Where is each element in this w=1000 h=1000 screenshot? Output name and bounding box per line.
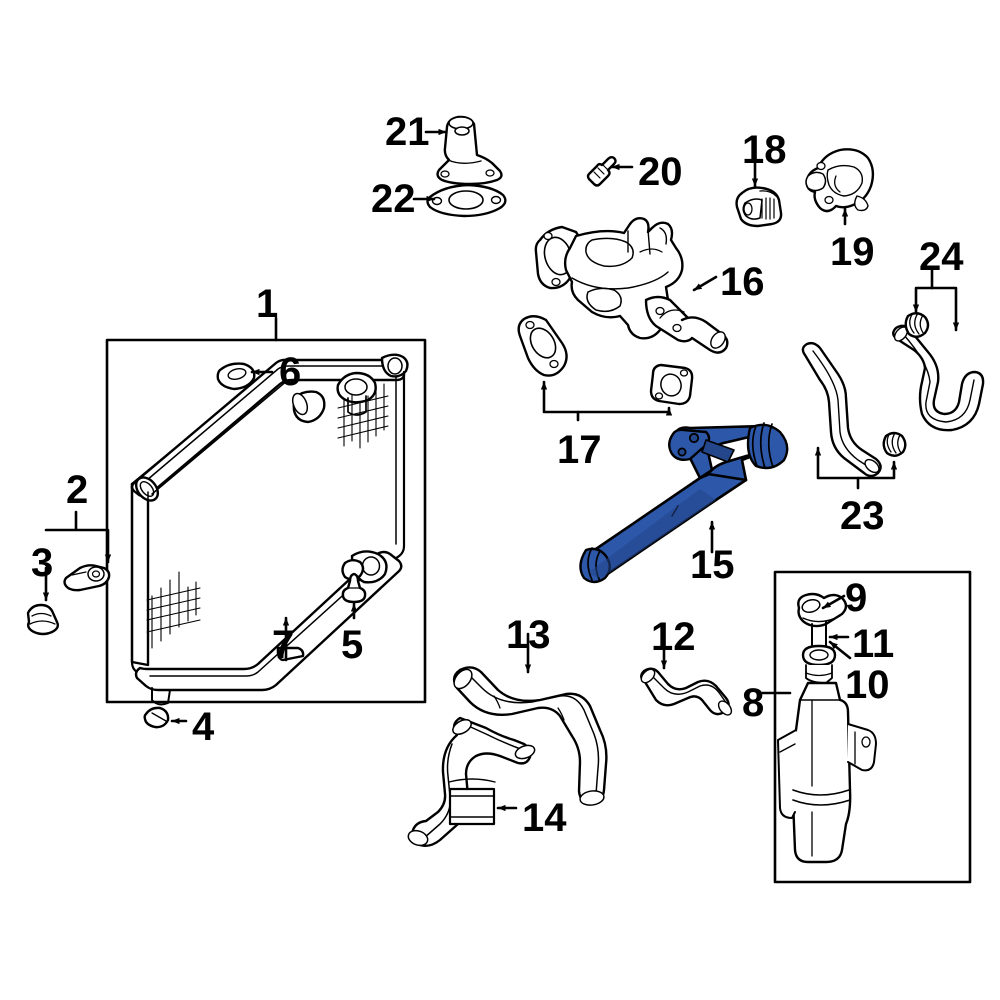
heater-hose-23-art: [801, 341, 882, 478]
callout-23[interactable]: 23: [840, 494, 885, 538]
water-inlet-pipe-art: [579, 422, 789, 584]
bypass-hose-art: [640, 667, 733, 716]
radiator-cap-art: [216, 362, 256, 391]
water-outlet-housing-art: [534, 216, 729, 354]
radiator-upper-hose-art: [452, 666, 608, 806]
radiator-assembly-art: [130, 353, 409, 706]
callout-9[interactable]: 9: [845, 576, 868, 620]
leader-9: [821, 594, 846, 610]
water-outlet-gasket-large-art: [517, 315, 568, 377]
leader-16: [692, 275, 718, 292]
coolant-reservoir-art: [777, 592, 877, 864]
leader-23b: [856, 460, 898, 480]
callout-5[interactable]: 5: [341, 623, 364, 667]
leader-24: [912, 268, 934, 314]
water-outlet-cover-art: [805, 148, 875, 213]
callout-24[interactable]: 24: [919, 235, 964, 279]
callout-14[interactable]: 14: [522, 796, 567, 840]
callout-18[interactable]: 18: [742, 128, 787, 172]
callout-3[interactable]: 3: [31, 541, 54, 585]
callout-13[interactable]: 13: [506, 613, 551, 657]
heater-hose-24-art: [892, 324, 985, 432]
water-outlet-stud-art: [586, 156, 617, 187]
leader-23: [814, 446, 860, 490]
callout-16[interactable]: 16: [720, 260, 765, 304]
callout-17[interactable]: 17: [557, 428, 602, 472]
leader-17b: [576, 406, 673, 416]
callout-11[interactable]: 11: [852, 622, 895, 666]
callout-15[interactable]: 15: [690, 543, 735, 587]
radiator-mount-bracket-art: [63, 564, 111, 592]
water-outlet-gasket-small-art: [649, 363, 694, 406]
callout-1[interactable]: 1: [256, 282, 279, 326]
leader-2: [44, 510, 108, 562]
callout-21[interactable]: 21: [385, 110, 430, 154]
callout-19[interactable]: 19: [830, 230, 875, 274]
leader-17: [540, 380, 580, 422]
callout-7[interactable]: 7: [272, 623, 295, 667]
callout-22[interactable]: 22: [371, 177, 416, 221]
radiator-mount-cushion-art: [26, 603, 60, 636]
drain-cock-art: [341, 572, 367, 604]
callout-20[interactable]: 20: [638, 150, 683, 194]
leader-24b: [930, 286, 960, 332]
callout-12[interactable]: 12: [651, 615, 696, 659]
callout-4[interactable]: 4: [192, 705, 215, 749]
callout-8[interactable]: 8: [742, 681, 765, 725]
radiator-lower-hose-art: [407, 716, 536, 848]
leader-10: [828, 640, 852, 660]
water-inlet-gasket-art: [426, 183, 507, 218]
callout-10[interactable]: 10: [845, 663, 890, 707]
callout-6[interactable]: 6: [279, 350, 302, 394]
water-inlet-housing-art: [436, 115, 503, 186]
callout-2[interactable]: 2: [66, 468, 89, 512]
heater-clamp-23-art: [882, 431, 907, 457]
thermostat-art: [735, 186, 783, 228]
heater-clamp-24-art: [904, 312, 930, 338]
drain-plug-seal-art: [143, 706, 170, 729]
